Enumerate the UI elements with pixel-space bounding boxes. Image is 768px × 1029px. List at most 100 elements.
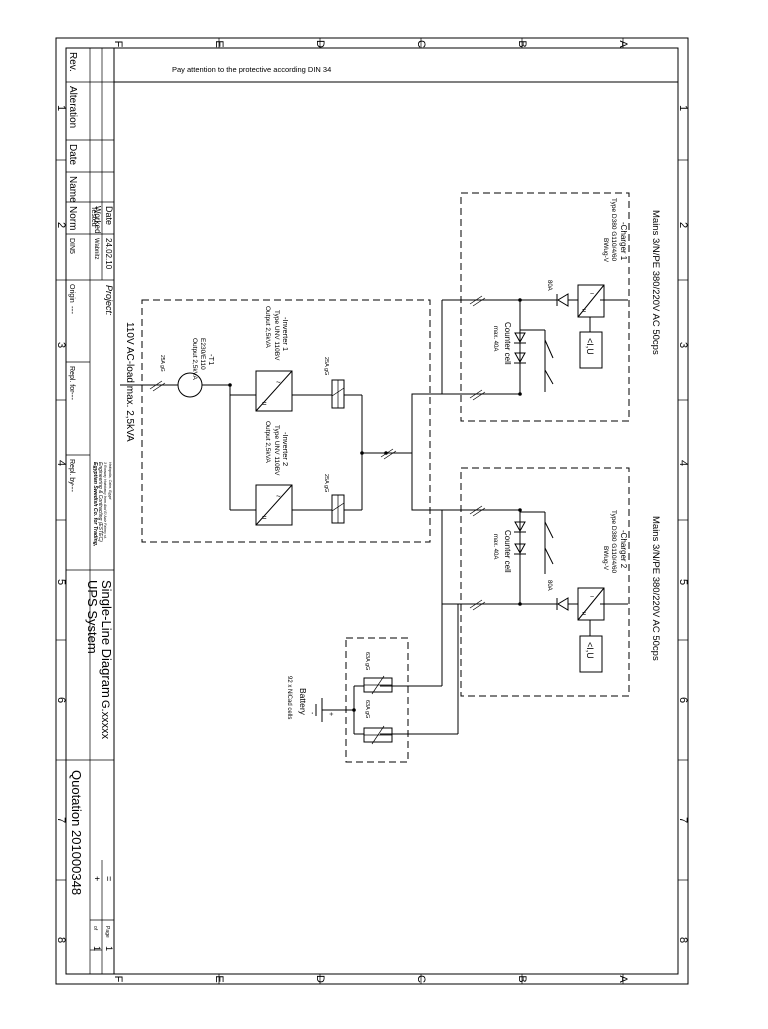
charger-1-frame bbox=[460, 192, 630, 422]
row-letter-e-bottom: E bbox=[213, 975, 225, 982]
row-letter-a-bottom: A bbox=[617, 975, 629, 983]
company-name: Egyptian Swedish Co. for Trading, bbox=[92, 462, 98, 546]
battery-minus: - bbox=[308, 712, 315, 715]
charger-2-diode bbox=[557, 597, 569, 611]
drawing-title: Single-Line Diagram bbox=[99, 580, 114, 698]
load-fuse-label: 25A gG bbox=[159, 355, 165, 372]
outer-frame bbox=[55, 37, 689, 985]
counter-cell-1-name: Counter cell bbox=[503, 322, 512, 365]
charger-1-rectifier bbox=[577, 284, 605, 318]
project-label: Project: bbox=[104, 285, 114, 316]
col-number-4-right: 4 bbox=[677, 460, 689, 466]
counter-cell-1-diodes bbox=[514, 329, 554, 392]
company-line-4: Heliopolis, Cairo, Egypt bbox=[108, 462, 112, 500]
page-number: 1 bbox=[104, 946, 114, 951]
header-name: Name bbox=[67, 176, 78, 203]
value-repl-for: --- bbox=[68, 392, 77, 400]
header-alteration: Alteration bbox=[67, 86, 78, 128]
col-number-8-right: 8 bbox=[677, 937, 689, 943]
col-number-6-right: 6 bbox=[677, 697, 689, 703]
battery-fuse-2 bbox=[363, 725, 393, 745]
counter-cell-1-max: max. 40A bbox=[492, 326, 498, 351]
of-label: of bbox=[92, 926, 98, 931]
charger-1-diode bbox=[557, 293, 569, 307]
label-tested: Tested bbox=[90, 206, 97, 227]
col-number-8-left: 8 bbox=[55, 937, 67, 943]
battery-frame bbox=[345, 637, 409, 763]
svg-text:~: ~ bbox=[276, 492, 281, 501]
charger-1-fuse: 80A bbox=[546, 280, 552, 291]
company-line-2: Engineering & Contracting (ESTEC) bbox=[97, 462, 103, 542]
header-norm: Norm bbox=[67, 206, 78, 230]
value-repl-by: --- bbox=[68, 484, 77, 492]
mark-eq: = bbox=[104, 876, 114, 881]
col-number-7-right: 7 bbox=[677, 817, 689, 823]
mains-2-label: Mains 3/N/PE 380/220V AC 50cps bbox=[650, 516, 661, 661]
company-line-3: 3 Rooway Hoinbawy from Abd El Aziz Fahmy… bbox=[103, 462, 107, 539]
row-letter-f-top: F bbox=[112, 41, 124, 48]
charger-1-meter-text: <I,U bbox=[585, 338, 595, 355]
svg-text:~: ~ bbox=[590, 594, 594, 601]
header-rev: Rev. bbox=[67, 52, 78, 72]
charger-2-spec: BWug-V bbox=[602, 546, 609, 571]
inverter-1-box bbox=[255, 370, 293, 412]
value-date: 24.02.10 bbox=[104, 238, 113, 270]
label-repl-by: Repl. by bbox=[68, 459, 75, 485]
battery-fuse-2-label: 63A gG bbox=[364, 700, 370, 718]
col-number-7-left: 7 bbox=[55, 817, 67, 823]
ac-load-label: 110V AC-load max. 2,5kVA bbox=[124, 322, 135, 442]
inverter-2-box bbox=[255, 484, 293, 526]
col-number-4-left: 4 bbox=[55, 460, 67, 466]
row-letter-b-top: B bbox=[516, 40, 528, 47]
svg-text:=: = bbox=[262, 513, 267, 522]
svg-text:~: ~ bbox=[276, 378, 281, 387]
label-worked: Worked bbox=[93, 206, 102, 233]
battery-plus: + bbox=[327, 712, 334, 716]
inverter-2-type: Type UNV 110BV bbox=[273, 425, 280, 476]
charger-2-meter-text: <I,U bbox=[585, 642, 595, 659]
col-number-1-right: 1 bbox=[677, 105, 689, 111]
row-ticks-top bbox=[218, 38, 624, 984]
inverter-1-name: -Inverter 1 bbox=[281, 317, 290, 351]
row-letter-c-bottom: C bbox=[415, 975, 427, 983]
label-origin: Origin bbox=[68, 284, 75, 303]
col-ticks bbox=[56, 159, 688, 881]
mark-plus: + bbox=[92, 876, 102, 881]
inner-frame bbox=[65, 47, 679, 975]
header-din: DIN5 bbox=[68, 238, 75, 254]
row-letter-b-bottom: B bbox=[516, 975, 528, 982]
charger-2-frame bbox=[460, 467, 630, 697]
value-worked: Wabnitz bbox=[93, 238, 99, 259]
col-number-2-left: 2 bbox=[55, 222, 67, 228]
transformer-type: E230/E110 bbox=[199, 338, 206, 370]
row-letter-a-top: A bbox=[617, 40, 629, 48]
counter-cell-2-diodes bbox=[514, 511, 554, 574]
col-number-6-left: 6 bbox=[55, 697, 67, 703]
page-label: Page bbox=[104, 926, 110, 938]
load-fuse bbox=[149, 380, 166, 392]
battery-fuse-1-label: 63A gG bbox=[364, 652, 370, 670]
title-block bbox=[66, 48, 114, 974]
row-letter-d-bottom: D bbox=[314, 975, 326, 983]
col-number-5-right: 5 bbox=[677, 579, 689, 585]
row-letter-d-top: D bbox=[314, 40, 326, 48]
inverter-1-fuse-label: 25A gG bbox=[323, 357, 329, 375]
inverter-1-type: Type UNV 110BV bbox=[273, 310, 280, 361]
svg-text:=: = bbox=[262, 399, 267, 408]
row-letter-f-bottom: F bbox=[112, 976, 124, 983]
battery-name: Battery bbox=[298, 688, 308, 716]
value-origin: --- bbox=[68, 306, 77, 314]
charger-1-meter bbox=[579, 331, 603, 369]
col-number-2-right: 2 bbox=[677, 222, 689, 228]
mains-1-label: Mains 3/N/PE 380/220V AC 50cps bbox=[650, 210, 661, 355]
charger-2-meter bbox=[579, 635, 603, 673]
inverter-frame bbox=[141, 299, 431, 543]
transformer-name: -T1 bbox=[207, 354, 216, 365]
drawing-number: G.xxxxx bbox=[99, 700, 111, 740]
svg-text:~: ~ bbox=[590, 291, 594, 298]
inverter-2-output: Output 2,5kVA bbox=[264, 421, 271, 463]
quotation: Quotation 201000348 bbox=[69, 770, 84, 895]
col-number-3-right: 3 bbox=[677, 342, 689, 348]
battery-fuse-1 bbox=[363, 675, 393, 695]
